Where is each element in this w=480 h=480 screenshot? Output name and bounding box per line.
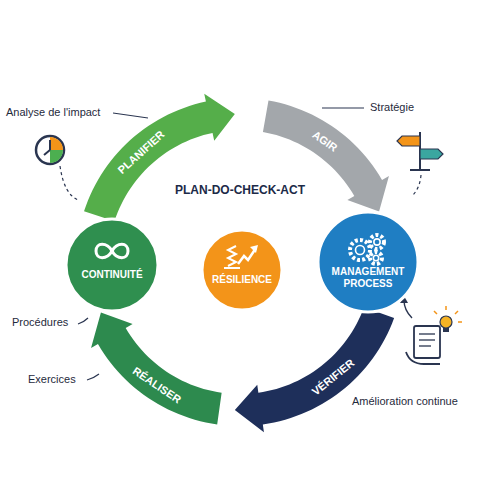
- circle-icon: [224, 245, 258, 268]
- leader-line: [87, 374, 99, 380]
- document-idea-icon: [406, 306, 462, 364]
- cycle-arrow: [84, 94, 235, 221]
- cycle-circle: RÉSILIENCE: [200, 228, 284, 312]
- cycle-arrow: [235, 307, 394, 432]
- leader-line: [412, 175, 421, 196]
- leader-line: [60, 166, 78, 200]
- leader-line: [322, 107, 364, 108]
- circle-shape: [200, 228, 284, 312]
- clock-icon: [36, 136, 64, 164]
- circle-icon: [96, 244, 128, 258]
- circle-shape: [316, 210, 420, 314]
- callout-label: Exercices: [28, 373, 76, 385]
- cycle-circle: CONTINUITÉ: [64, 217, 160, 313]
- circle-label: RÉSILIENCE: [212, 274, 272, 286]
- signpost-icon: [397, 132, 443, 170]
- callout-label: Stratégie: [370, 101, 414, 113]
- leader-line: [113, 113, 148, 118]
- callout-label: Analyse de l'impact: [6, 106, 100, 118]
- cycle-arrow: [91, 313, 222, 425]
- circle-label: MANAGEMENT PROCESS: [328, 266, 408, 289]
- circle-icon: [350, 235, 384, 264]
- circle-shape: [64, 217, 160, 313]
- leader-line: [78, 318, 88, 324]
- cycle-circle: MANAGEMENT PROCESS: [316, 210, 420, 314]
- circle-label: CONTINUITÉ: [81, 269, 142, 281]
- callout-label: Procédures: [12, 316, 68, 328]
- diagram-title: PLAN-DO-CHECK-ACT: [175, 183, 305, 197]
- callout-label: Amélioration continue: [352, 395, 458, 407]
